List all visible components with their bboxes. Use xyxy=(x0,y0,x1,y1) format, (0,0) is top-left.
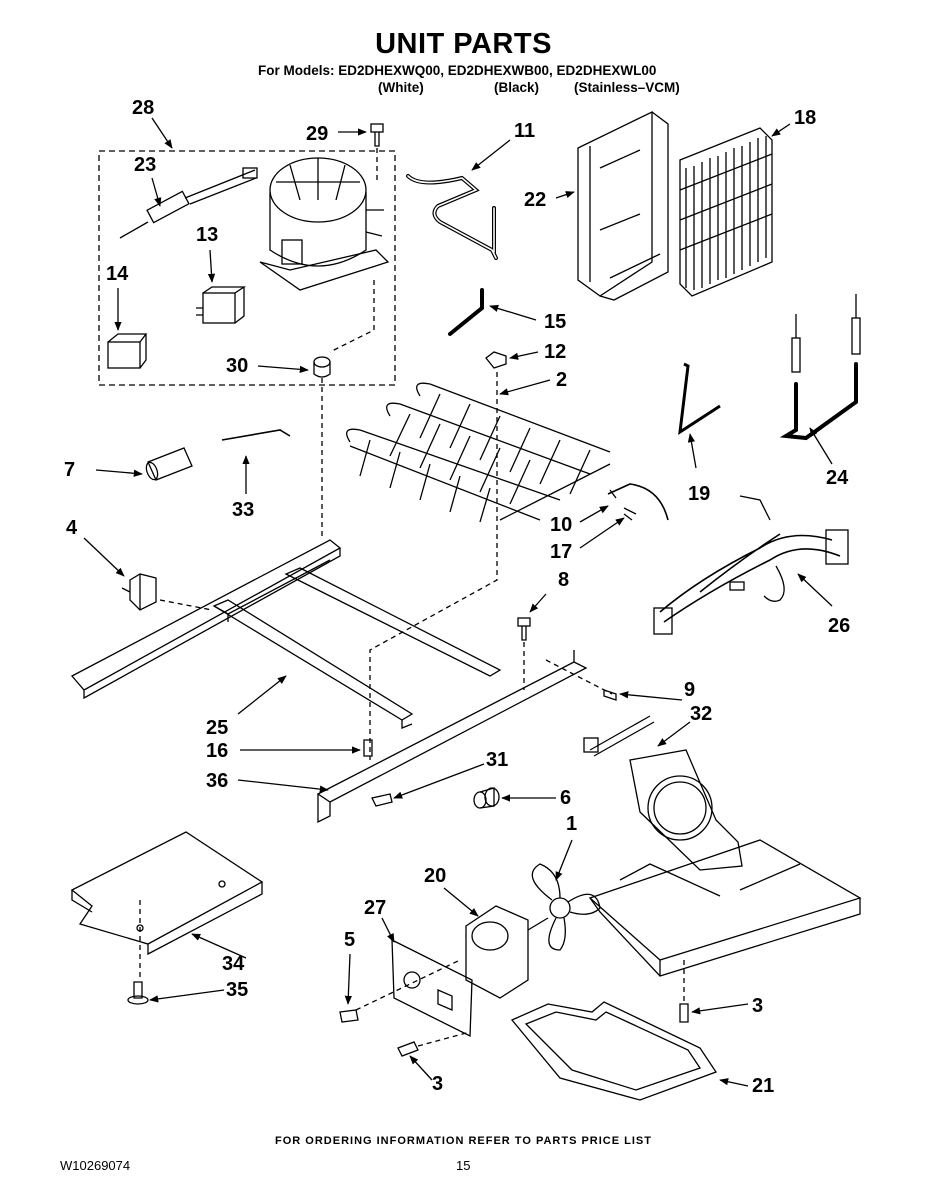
callout-16: 16 xyxy=(206,740,229,762)
motor-bracket-part xyxy=(391,938,473,1038)
insulation-7-part xyxy=(145,447,193,481)
callout-17: 17 xyxy=(550,541,573,563)
fan-motor-part xyxy=(465,905,549,999)
callout-7: 7 xyxy=(64,459,76,481)
evaporator-part xyxy=(346,382,611,523)
tube-24-part xyxy=(779,294,861,441)
callout-27: 27 xyxy=(364,897,387,919)
callout-30: 30 xyxy=(226,355,249,377)
callout-19: 19 xyxy=(688,483,711,505)
screw-31-part xyxy=(371,793,393,807)
callout-35: 35 xyxy=(226,979,249,1001)
screw-3-right-part xyxy=(679,1003,689,1023)
callout-23: 23 xyxy=(134,154,157,176)
relay-part xyxy=(196,286,247,324)
cross-rail-part xyxy=(316,650,588,824)
tube-19-part xyxy=(678,362,721,436)
base-frame-part xyxy=(70,539,502,729)
callout-8: 8 xyxy=(558,569,570,591)
screw-29-part xyxy=(370,123,384,147)
callout-3-lower: 3 xyxy=(432,1073,444,1095)
callout-22: 22 xyxy=(524,189,547,211)
callout-29: 29 xyxy=(306,123,329,145)
screw-3-lower-part xyxy=(397,1041,419,1057)
tube-15-part xyxy=(448,288,484,336)
callout-6: 6 xyxy=(560,787,572,809)
ordering-note: FOR ORDERING INFORMATION REFER TO PARTS … xyxy=(275,1135,652,1147)
screw-16-part xyxy=(363,739,373,757)
base-pan-part xyxy=(588,839,862,977)
callout-13: 13 xyxy=(196,224,219,246)
callout-12: 12 xyxy=(544,341,567,363)
drain-pan-part xyxy=(510,1001,717,1101)
fan-blade-part xyxy=(531,863,601,951)
grommet-part xyxy=(313,356,331,378)
screw-35-part xyxy=(127,981,149,1005)
drier-part xyxy=(119,167,258,239)
clip-12-part xyxy=(485,351,507,369)
callout-24: 24 xyxy=(826,467,849,489)
models-line: For Models: ED2DHEXWQ00, ED2DHEXWB00, ED… xyxy=(258,63,657,78)
callout-9: 9 xyxy=(684,679,696,701)
document-number: W10269074 xyxy=(60,1158,131,1173)
callout-15: 15 xyxy=(544,311,567,333)
callout-34: 34 xyxy=(222,953,245,975)
compressor-part xyxy=(259,157,390,291)
cover-34-part xyxy=(70,831,264,956)
callout-2: 2 xyxy=(556,369,568,391)
callout-32: 32 xyxy=(690,703,713,725)
callout-4: 4 xyxy=(66,517,78,539)
overload-part xyxy=(107,333,148,369)
callout-1: 1 xyxy=(566,813,578,835)
condenser-coil-part xyxy=(679,127,773,297)
screw-8-part xyxy=(517,617,531,641)
callout-10: 10 xyxy=(550,514,573,536)
callout-31: 31 xyxy=(486,749,509,771)
variant-black: (Black) xyxy=(494,80,540,95)
screw-17-part xyxy=(623,507,637,521)
callout-18: 18 xyxy=(794,107,817,129)
variant-stainless: (Stainless–VCM) xyxy=(574,80,680,95)
grommet-6-part xyxy=(473,787,500,809)
callout-5: 5 xyxy=(344,929,356,951)
page-title: UNIT PARTS xyxy=(375,28,552,60)
callout-36: 36 xyxy=(206,770,229,792)
fan-bracket-part xyxy=(629,749,743,871)
callout-21: 21 xyxy=(752,1075,775,1097)
page-number: 15 xyxy=(456,1158,471,1173)
bracket-4-part xyxy=(121,573,157,611)
callout-14: 14 xyxy=(106,263,129,285)
callout-25: 25 xyxy=(206,717,229,739)
callout-28: 28 xyxy=(132,97,155,119)
callout-33: 33 xyxy=(232,499,255,521)
compressor-kit-box xyxy=(98,150,396,386)
wire-33-part xyxy=(221,429,291,441)
variant-white: (White) xyxy=(378,80,424,95)
callout-11: 11 xyxy=(514,120,536,142)
callout-26: 26 xyxy=(828,615,851,637)
wire-harness-part xyxy=(653,495,849,635)
callout-3-right: 3 xyxy=(752,995,764,1017)
screw-5-part xyxy=(339,1009,359,1023)
wire-tie-part xyxy=(589,715,655,757)
condenser-shroud-part xyxy=(577,110,669,301)
callout-20: 20 xyxy=(424,865,447,887)
thermistor-10-part xyxy=(607,483,669,521)
